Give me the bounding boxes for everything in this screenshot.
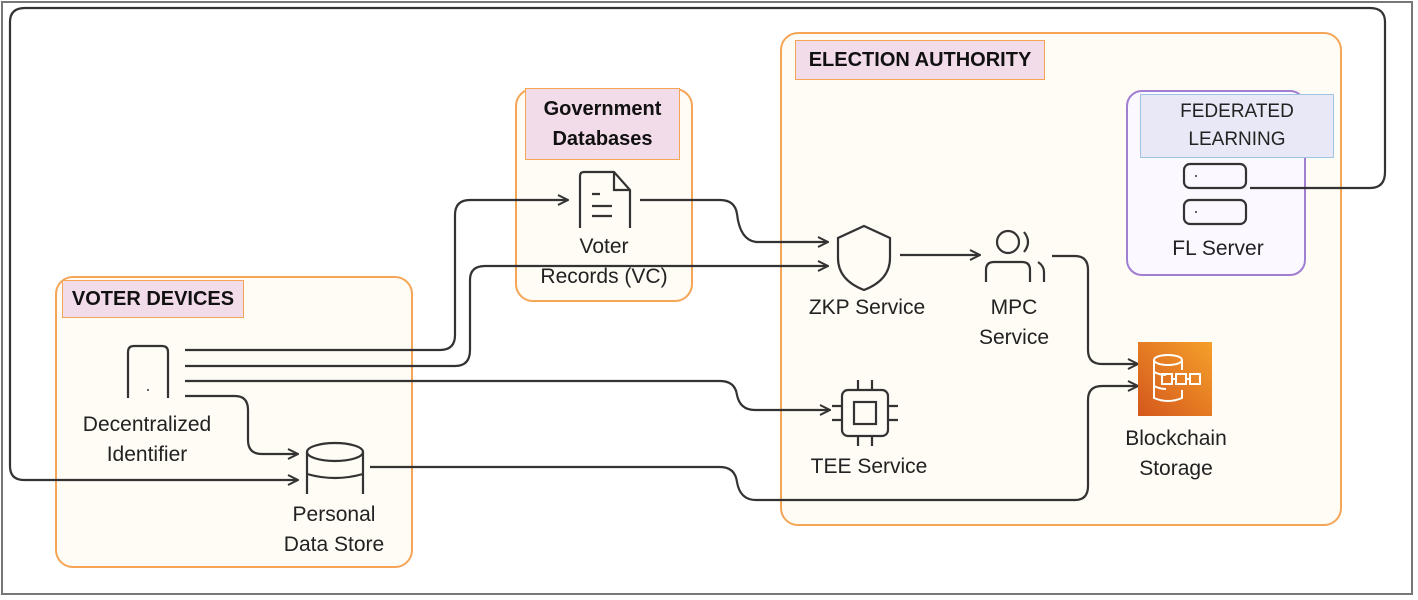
federated-learning-title: FEDERATED LEARNING bbox=[1140, 94, 1334, 158]
voter-records-label-line2: Records (VC) bbox=[540, 265, 668, 288]
voter-devices-group bbox=[55, 276, 413, 568]
pds-label: Personal Data Store bbox=[284, 500, 384, 560]
mobile-device-icon bbox=[126, 344, 170, 398]
government-databases-title: Government Databases bbox=[525, 88, 680, 160]
mpc-label: MPC Service bbox=[979, 293, 1049, 353]
chip-icon bbox=[832, 380, 898, 446]
document-icon bbox=[578, 170, 632, 228]
pds-label-line1: Personal bbox=[292, 503, 376, 526]
edge-voter-records-to-zkp bbox=[640, 198, 828, 242]
users-icon bbox=[984, 229, 1046, 282]
blockchain-label-line1: Blockchain bbox=[1125, 427, 1227, 450]
voter-records-label: Voter Records (VC) bbox=[540, 232, 667, 292]
did-label-line2: Identifier bbox=[106, 443, 188, 466]
voter-devices-title: VOTER DEVICES bbox=[62, 280, 244, 318]
blockchain-label-line2: Storage bbox=[1139, 457, 1213, 480]
zkp-label: ZKP Service bbox=[808, 296, 926, 319]
did-label: Decentralized Identifier bbox=[83, 410, 211, 470]
edge-did-to-zkp bbox=[185, 266, 828, 368]
voter-records-label-line1: Voter bbox=[579, 235, 629, 258]
shield-icon bbox=[836, 224, 892, 292]
server-icon bbox=[1182, 162, 1248, 226]
database-icon bbox=[305, 441, 365, 494]
edge-did-to-tee bbox=[185, 379, 830, 410]
edge-mpc-to-blockchain bbox=[1052, 254, 1138, 364]
did-label-line1: Decentralized bbox=[82, 413, 212, 436]
pds-label-line2: Data Store bbox=[283, 533, 385, 556]
edge-did-to-pds bbox=[185, 394, 298, 454]
edge-did-to-voter-records bbox=[185, 200, 568, 352]
tee-label: TEE Service bbox=[810, 455, 928, 478]
mpc-label-line2: Service bbox=[978, 326, 1050, 349]
edge-pds-to-blockchain bbox=[370, 386, 1138, 502]
fl-server-label: FL Server bbox=[1172, 237, 1264, 260]
blockchain-storage-icon bbox=[1138, 342, 1212, 416]
election-authority-title: ELECTION AUTHORITY bbox=[795, 40, 1045, 80]
edge-fl-server-to-pds bbox=[8, 6, 1387, 480]
blockchain-label: Blockchain Storage bbox=[1125, 424, 1227, 484]
mpc-label-line1: MPC bbox=[990, 296, 1038, 319]
